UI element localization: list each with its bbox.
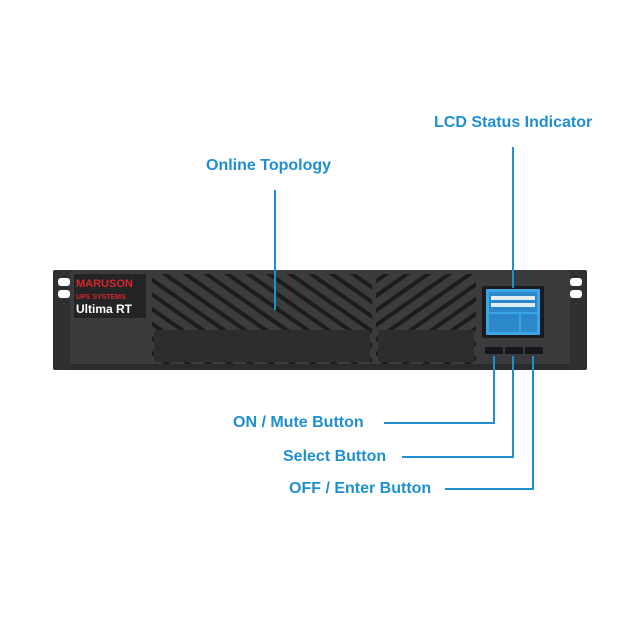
off-enter-button[interactable] — [525, 347, 543, 354]
lcd-display — [482, 286, 544, 338]
on-mute-button[interactable] — [485, 347, 503, 354]
select-callout-line — [402, 356, 514, 458]
select-button-label: Select Button — [283, 448, 387, 465]
brand-name: MARUSON — [76, 278, 133, 290]
callout-lines — [274, 147, 534, 490]
left-vent-panel — [152, 274, 372, 364]
off-enter-button-label: OFF / Enter Button — [289, 480, 432, 497]
select-button[interactable] — [505, 347, 523, 354]
right-rack-ear — [565, 270, 587, 370]
lcd-status-indicator-label: LCD Status Indicator — [434, 114, 593, 131]
on-mute-callout-line — [384, 356, 495, 424]
online-topology-label: Online Topology — [206, 157, 332, 174]
on-mute-button-label: ON / Mute Button — [233, 414, 364, 431]
brand-plate — [74, 274, 146, 318]
right-vent-panel — [376, 274, 476, 364]
model-name: Ultima RT — [76, 302, 133, 316]
brand-subtitle: UPS SYSTEMS — [76, 294, 126, 301]
off-enter-callout-line — [445, 356, 534, 490]
left-rack-ear — [53, 270, 75, 370]
